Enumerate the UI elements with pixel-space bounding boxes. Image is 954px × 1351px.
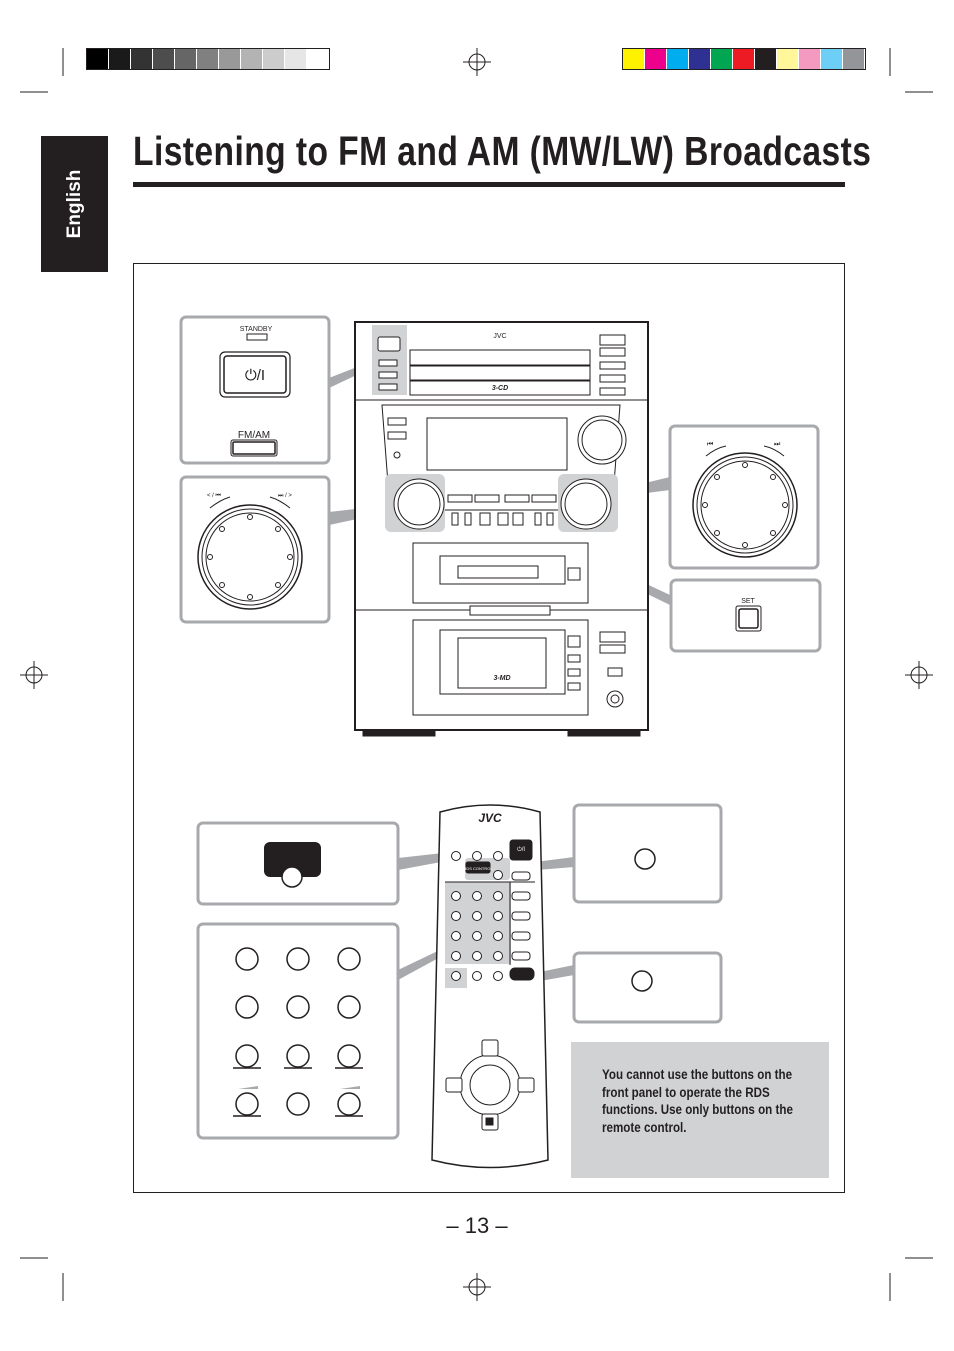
language-tab: English bbox=[41, 136, 108, 272]
stereo-unit: JVC 3-CD 3-MD bbox=[354, 321, 649, 737]
rds-control-label: RDS CONTROL bbox=[463, 866, 493, 871]
rds-control-button[interactable] bbox=[465, 861, 491, 874]
right-dial-left-label: ⏮ bbox=[707, 441, 713, 448]
calibration-swatch bbox=[843, 49, 864, 69]
multi-control-dial-right[interactable]: ⏮ ⏭ bbox=[692, 441, 798, 558]
power-label: ⏻/I bbox=[245, 367, 265, 384]
set-button[interactable] bbox=[735, 605, 762, 632]
calibration-swatch bbox=[623, 49, 644, 69]
remote-control: JVC ⏻/I RDS CONTROL bbox=[431, 804, 549, 1169]
calibration-swatch bbox=[109, 49, 130, 69]
standby-callout: STANDBY ⏻/I FM/AM bbox=[219, 326, 291, 457]
color-calibration-bar bbox=[622, 48, 866, 70]
calibration-swatch bbox=[821, 49, 842, 69]
calibration-swatch bbox=[153, 49, 174, 69]
calibration-swatch bbox=[175, 49, 196, 69]
illustration-frame bbox=[133, 263, 845, 1193]
power-button[interactable]: ⏻/I bbox=[219, 351, 291, 398]
calibration-swatch bbox=[711, 49, 732, 69]
calibration-swatch bbox=[263, 49, 284, 69]
standby-label: STANDBY bbox=[240, 326, 273, 333]
calibration-swatch bbox=[87, 49, 108, 69]
calibration-swatch bbox=[799, 49, 820, 69]
title-underline bbox=[133, 182, 845, 187]
md-changer-logo: 3-MD bbox=[493, 675, 510, 682]
calibration-swatch bbox=[777, 49, 798, 69]
calibration-swatch bbox=[307, 49, 328, 69]
calibration-swatch bbox=[219, 49, 240, 69]
dial-right-label: ⏭ / > bbox=[278, 493, 292, 499]
calibration-swatch bbox=[131, 49, 152, 69]
dial-left-label: < / ⏮ bbox=[207, 493, 222, 499]
fmam-button[interactable] bbox=[230, 439, 278, 457]
standby-indicator bbox=[246, 333, 268, 341]
note-text: You cannot use the buttons on the front … bbox=[602, 1067, 793, 1135]
number-buttons-callout bbox=[233, 947, 363, 1117]
cd-changer-logo: 3-CD bbox=[492, 385, 508, 392]
remote-button-callout-1 bbox=[634, 848, 656, 870]
register-target-icon bbox=[20, 48, 933, 1301]
calibration-swatch bbox=[197, 49, 218, 69]
calibration-swatch bbox=[241, 49, 262, 69]
crop-marks bbox=[20, 48, 933, 1301]
unit-brand: JVC bbox=[493, 333, 506, 340]
calibration-swatch bbox=[755, 49, 776, 69]
calibration-swatch bbox=[667, 49, 688, 69]
remote-power-label: ⏻/I bbox=[517, 846, 525, 853]
note-box: You cannot use the buttons on the front … bbox=[571, 1042, 829, 1178]
set-label: SET bbox=[741, 598, 755, 605]
fmam-label: FM/AM bbox=[238, 430, 270, 441]
calibration-swatch bbox=[689, 49, 710, 69]
right-dial-right-label: ⏭ bbox=[774, 441, 781, 448]
remote-button-callout-2 bbox=[631, 970, 653, 992]
calibration-swatch bbox=[645, 49, 666, 69]
calibration-swatch bbox=[285, 49, 306, 69]
rds-control-key bbox=[264, 842, 321, 877]
multi-control-dial-left[interactable]: < / ⏮ ⏭ / > bbox=[197, 493, 303, 610]
page-number: – 13 – bbox=[446, 1213, 508, 1238]
calibration-swatch bbox=[733, 49, 754, 69]
remote-brand: JVC bbox=[478, 811, 502, 825]
rds-control-callout bbox=[264, 842, 321, 888]
grayscale-calibration-bar bbox=[86, 48, 330, 70]
